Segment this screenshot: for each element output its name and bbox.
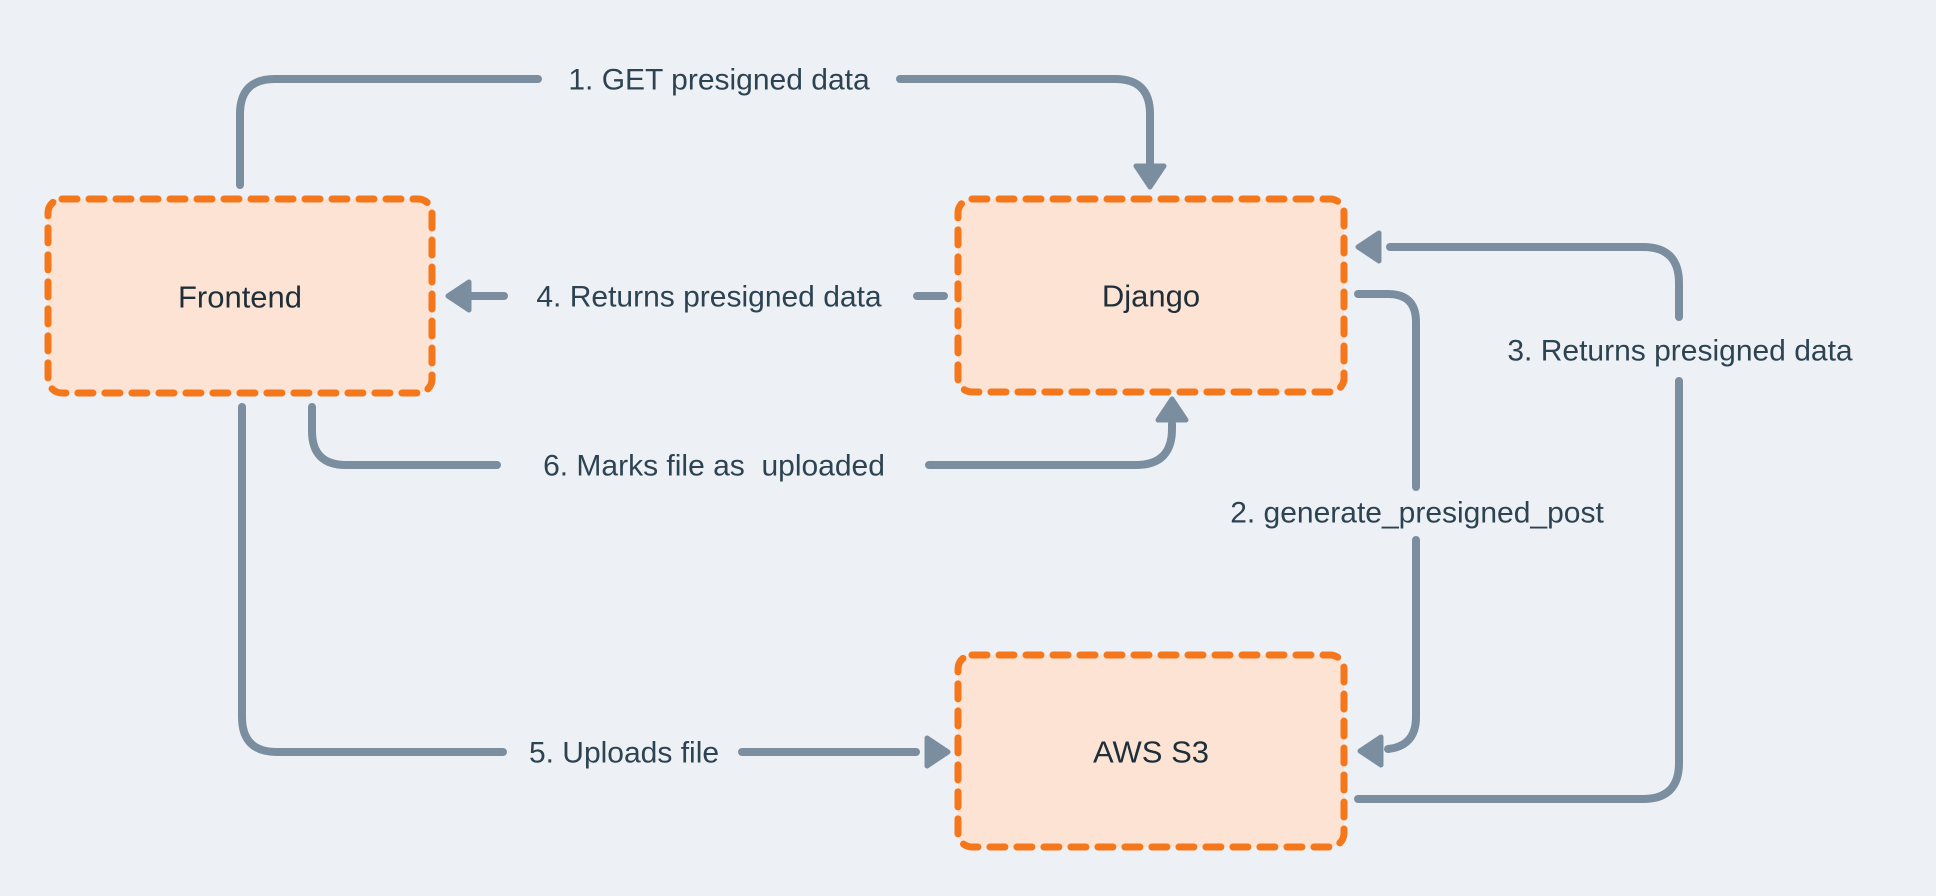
edge-4-arrowhead-left-icon	[445, 279, 472, 313]
node-aws-s3-box	[954, 651, 1348, 851]
edge-1-label: 1. GET presigned data	[568, 64, 870, 97]
node-frontend-label: Frontend	[178, 280, 302, 315]
edge-marks-file-uploaded: 6. Marks file as uploaded	[308, 396, 1189, 483]
edge-6-arrowhead-up-icon	[1155, 396, 1189, 423]
edge-3-arrowhead-left-icon	[1355, 230, 1382, 264]
edge-5-label: 5. Uploads file	[529, 737, 719, 770]
edge-3-label: 3. Returns presigned data	[1507, 335, 1853, 368]
node-frontend: Frontend	[44, 195, 436, 397]
edge-2-label: 2. generate_presigned_post	[1230, 497, 1604, 530]
node-aws-s3: AWS S3	[954, 651, 1348, 851]
edge-6-label: 6. Marks file as uploaded	[543, 450, 885, 483]
edge-3-segment-bottom	[1354, 377, 1683, 803]
edge-generate-presigned-post: 2. generate_presigned_post	[1230, 290, 1604, 768]
node-django-box	[954, 195, 1348, 396]
node-django: Django	[954, 195, 1348, 396]
edge-4-label: 4. Returns presigned data	[536, 281, 882, 314]
edge-5-arrowhead-right-icon	[924, 735, 951, 769]
edge-6-segment-left	[308, 403, 501, 469]
node-aws-s3-label: AWS S3	[1093, 735, 1209, 770]
edge-5-segment-left	[238, 403, 507, 756]
edge-1-segment-right	[896, 75, 1154, 167]
edge-2-segment-top	[1354, 290, 1420, 491]
edge-2-arrowhead-left-icon	[1357, 734, 1384, 768]
edge-1-arrowhead-down-icon	[1133, 163, 1167, 190]
node-frontend-box	[44, 195, 436, 397]
node-django-label: Django	[1102, 279, 1200, 314]
edge-3-segment-top	[1386, 243, 1683, 321]
edge-returns-presigned-data-to-frontend: 4. Returns presigned data	[445, 279, 948, 314]
edge-get-presigned-data: 1. GET presigned data	[236, 64, 1167, 190]
edge-returns-presigned-data-to-django: 3. Returns presigned data	[1354, 230, 1853, 803]
edge-uploads-file: 5. Uploads file	[238, 403, 951, 770]
edge-6-segment-right	[925, 420, 1176, 469]
edge-1-segment-left	[236, 75, 542, 189]
edge-2-segment-bottom	[1384, 536, 1420, 753]
